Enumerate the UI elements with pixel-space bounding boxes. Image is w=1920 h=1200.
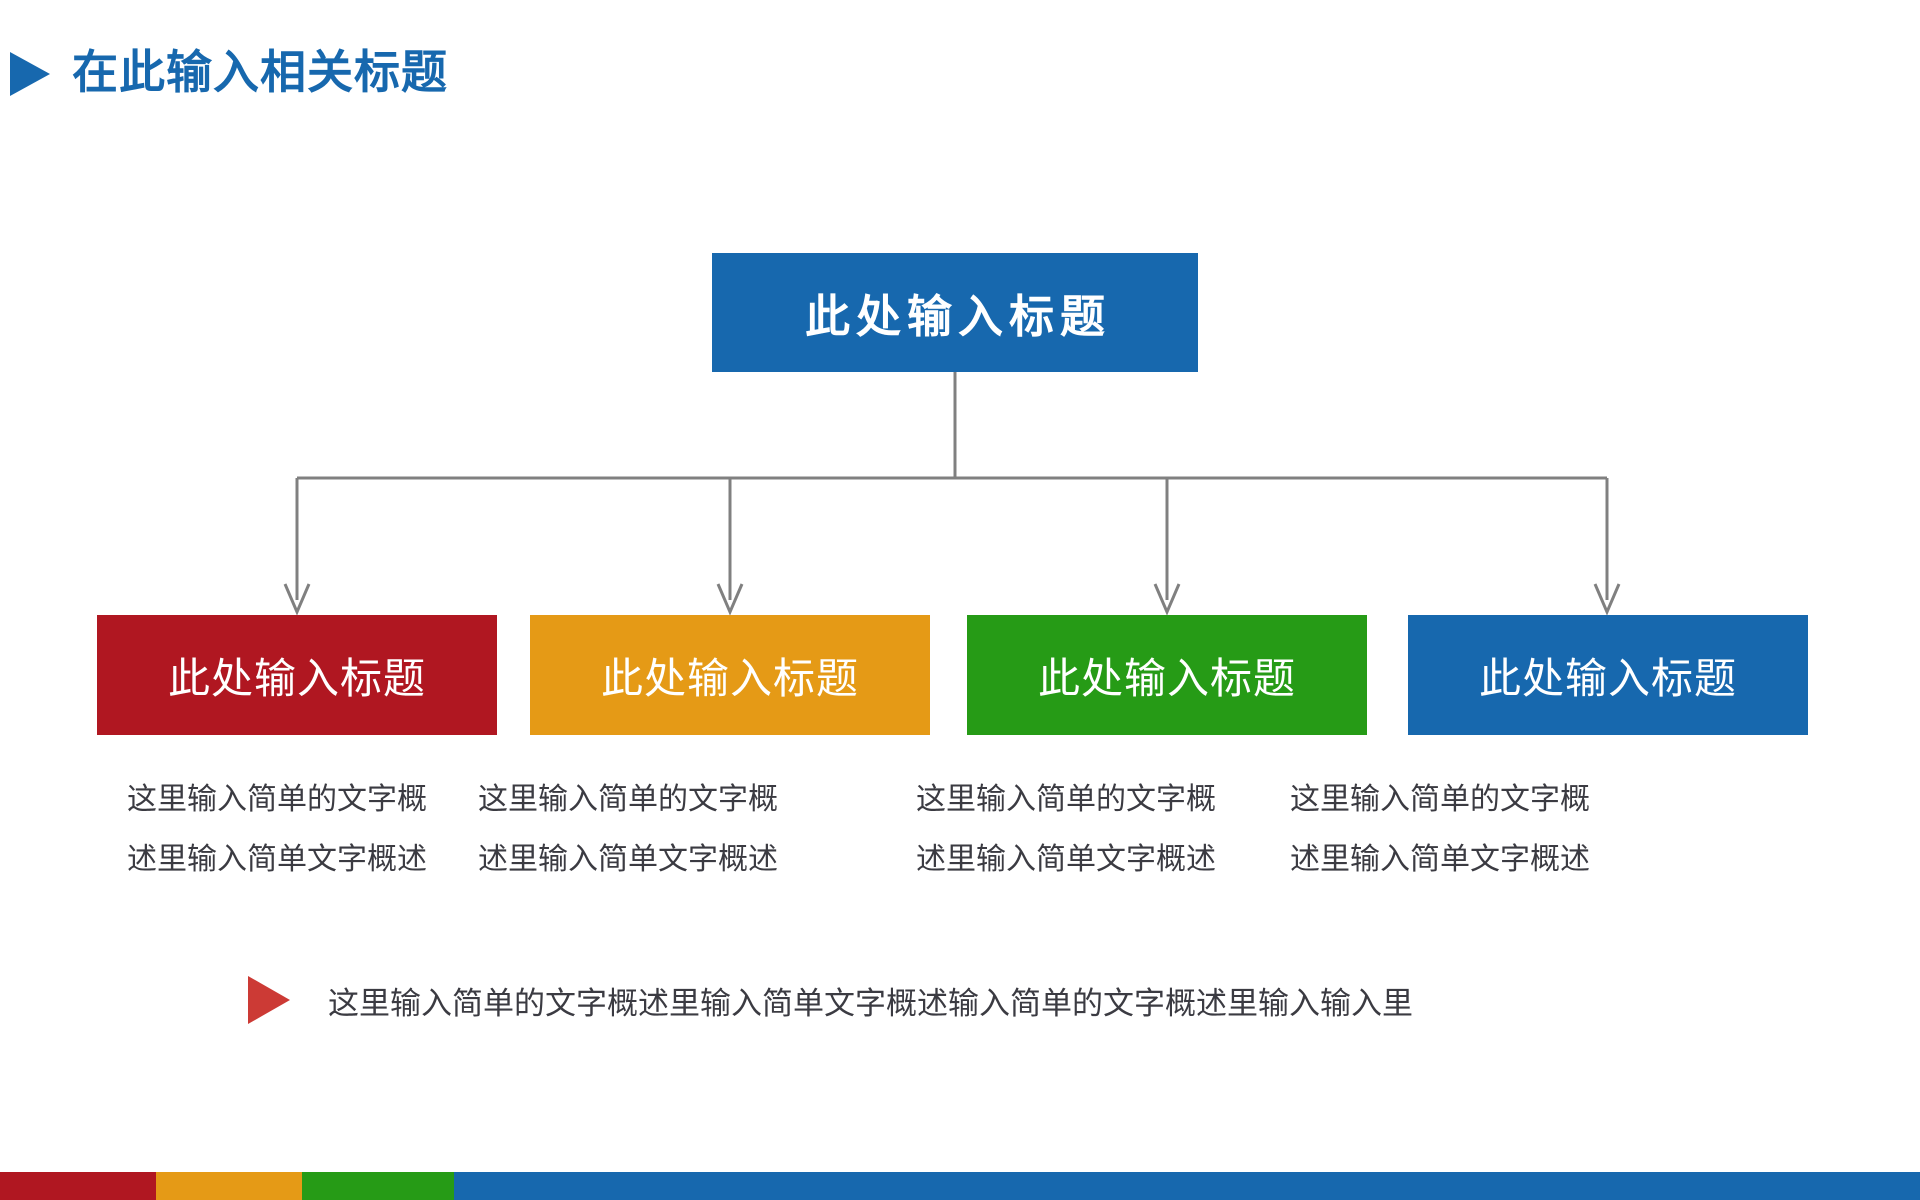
child-description-4-line2: 述里输入简单文字概述 [1290, 842, 1590, 877]
bottom-bar-segment-blue [454, 1172, 1920, 1200]
child-node-4[interactable]: 此处输入标题 [1408, 615, 1808, 735]
root-node[interactable]: 此处输入标题 [712, 253, 1198, 372]
child-description-3-line2: 述里输入简单文字概述 [916, 842, 1216, 877]
root-node-label: 此处输入标题 [804, 291, 1111, 342]
child-node-1-label: 此处输入标题 [167, 654, 426, 702]
child-node-3-label: 此处输入标题 [1037, 654, 1296, 702]
bottom-bar-segment-red [0, 1172, 156, 1200]
footer-note: 这里输入简单的文字概述里输入简单文字概述输入简单的文字概述里输入输入里 [248, 965, 1413, 1035]
footer-note-text: 这里输入简单的文字概述里输入简单文字概述输入简单的文字概述里输入输入里 [328, 985, 1413, 1022]
child-description-1-line2: 述里输入简单文字概述 [127, 842, 427, 877]
child-description-1: 这里输入简单的文字概 述里输入简单文字概述 [77, 770, 477, 890]
slide-header: 在此输入相关标题 [0, 40, 1920, 110]
child-description-4: 这里输入简单的文字概 述里输入简单文字概述 [1240, 770, 1640, 890]
child-description-1-line1: 这里输入简单的文字概 [127, 782, 427, 817]
page-title: 在此输入相关标题 [72, 46, 448, 98]
triangle-right-icon [10, 52, 50, 96]
child-description-4-line1: 这里输入简单的文字概 [1290, 782, 1590, 817]
bottom-bar-segment-green [302, 1172, 454, 1200]
child-description-3: 这里输入简单的文字概 述里输入简单文字概述 [866, 770, 1266, 890]
child-node-4-label: 此处输入标题 [1478, 654, 1737, 702]
triangle-right-icon [248, 976, 290, 1024]
child-description-2-line2: 述里输入简单文字概述 [478, 842, 778, 877]
child-description-2-line1: 这里输入简单的文字概 [478, 782, 778, 817]
child-node-2[interactable]: 此处输入标题 [530, 615, 930, 735]
child-description-2: 这里输入简单的文字概 述里输入简单文字概述 [428, 770, 828, 890]
bottom-color-bar [0, 1172, 1920, 1200]
child-node-2-label: 此处输入标题 [600, 654, 859, 702]
child-description-3-line1: 这里输入简单的文字概 [916, 782, 1216, 817]
child-node-1[interactable]: 此处输入标题 [97, 615, 497, 735]
bottom-bar-segment-orange [156, 1172, 302, 1200]
child-node-3[interactable]: 此处输入标题 [967, 615, 1367, 735]
